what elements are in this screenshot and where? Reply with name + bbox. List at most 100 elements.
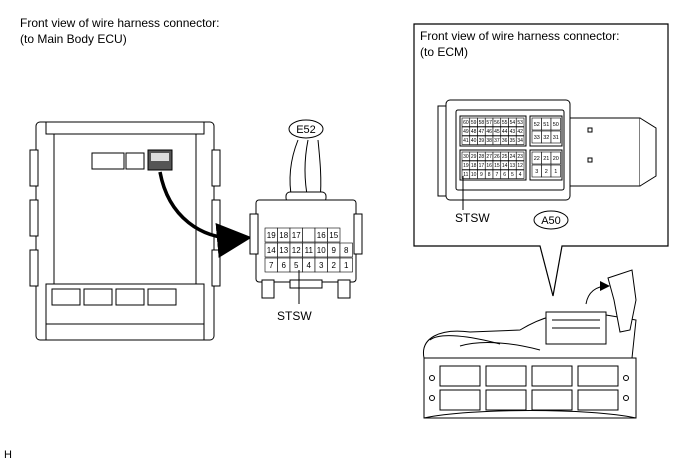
pin-cell (515, 117, 525, 127)
pin-number: 18 (279, 231, 288, 240)
pin-number: 7 (495, 172, 498, 178)
pin-number: 44 (502, 129, 508, 135)
pin-number: 15 (494, 163, 500, 169)
pin-number: 4 (307, 261, 312, 270)
pin-number: 6 (282, 261, 287, 270)
pin-number: 5 (511, 172, 514, 178)
a50-id-bubble (533, 210, 569, 230)
right-caption-line2: (to ECM) (420, 45, 468, 59)
ecm-unit (423, 269, 637, 419)
pin-number: 2 (545, 169, 548, 175)
pin-number: 14 (502, 163, 508, 169)
pin-number: 15 (329, 231, 338, 240)
pin-cell (515, 126, 525, 136)
right-caption-line1: Front view of wire harness connector: (420, 29, 620, 43)
pin-number: 8 (488, 172, 491, 178)
pin-number: 37 (494, 138, 500, 144)
left-caption-line1: Front view of wire harness connector: (20, 16, 220, 30)
pin-number: 30 (463, 154, 469, 160)
pin-number: 39 (479, 138, 485, 144)
pin-number: 48 (471, 129, 477, 135)
pin-number: 21 (543, 156, 549, 162)
pin-number: 13 (279, 246, 288, 255)
pin-cell (302, 227, 316, 243)
pin-number: 7 (269, 261, 274, 270)
pin-number: 32 (543, 135, 549, 141)
pin-number: 4 (519, 172, 522, 178)
pin-cell (550, 151, 561, 165)
pin-number: 56 (494, 120, 500, 126)
pin-number: 55 (502, 120, 508, 126)
pin-number: 26 (494, 154, 500, 160)
pin-number: 12 (517, 163, 523, 169)
pin-cell (550, 117, 561, 131)
pin-number: 5 (294, 261, 299, 270)
pin-number: 17 (479, 163, 485, 169)
pin-number: 18 (471, 163, 477, 169)
pin-number: 2 (332, 261, 337, 270)
pin-number: 52 (534, 122, 540, 128)
pin-number: 40 (471, 138, 477, 144)
e52-terminal-label: STSW (277, 309, 312, 323)
pin-cell (327, 227, 341, 243)
pin-number: 1 (344, 261, 349, 270)
pin-cell (550, 164, 561, 178)
pin-cell (339, 257, 353, 273)
pin-number: 10 (471, 172, 477, 178)
pin-number: 3 (535, 169, 538, 175)
pin-number: 11 (305, 246, 314, 255)
pin-number: 23 (517, 154, 523, 160)
pin-number: 54 (510, 120, 516, 126)
pin-number: 9 (332, 246, 337, 255)
pin-number: 6 (503, 172, 506, 178)
pin-number: 27 (486, 154, 492, 160)
pin-number: 22 (534, 156, 540, 162)
pin-number: 31 (553, 135, 559, 141)
pin-number: 46 (486, 129, 492, 135)
pin-number: 60 (463, 120, 469, 126)
pin-number: 24 (510, 154, 516, 160)
pin-number: 33 (534, 135, 540, 141)
pin-number: 9 (480, 172, 483, 178)
pin-cell (550, 130, 561, 144)
pin-number: 14 (267, 246, 276, 255)
pin-number: 53 (517, 120, 523, 126)
pin-number: 45 (494, 129, 500, 135)
pin-cell (515, 135, 525, 145)
pin-number: 19 (463, 163, 469, 169)
connector-e52 (249, 139, 363, 299)
main-body-ecu (29, 121, 221, 341)
pin-number: 49 (463, 129, 469, 135)
a50-id-label: A50 (541, 215, 561, 227)
pin-number: 1 (554, 169, 557, 175)
pin-number: 29 (471, 154, 477, 160)
e52-id-bubble (288, 119, 324, 139)
pin-number: 59 (471, 120, 477, 126)
pin-number: 11 (463, 172, 468, 178)
pin-number: 51 (543, 122, 549, 128)
pin-number: 58 (479, 120, 485, 126)
pin-number: 28 (479, 154, 485, 160)
pin-cell (515, 169, 525, 179)
pin-number: 25 (502, 154, 508, 160)
pin-number: 36 (502, 138, 508, 144)
pin-number: 16 (486, 163, 492, 169)
pin-number: 57 (486, 120, 492, 126)
pin-number: 35 (510, 138, 516, 144)
pin-number: 41 (463, 138, 469, 144)
pin-number: 17 (292, 231, 301, 240)
pointer-arrow-e52 (158, 171, 252, 258)
pin-number: 50 (553, 122, 559, 128)
footer-letter: H (4, 449, 12, 461)
pin-cell (515, 151, 525, 161)
ecm-removal-arrow (585, 281, 610, 305)
pin-cell (515, 160, 525, 170)
a50-terminal-label: STSW (455, 211, 490, 225)
pin-number: 34 (517, 138, 523, 144)
pin-number: 42 (517, 129, 523, 135)
pin-number: 20 (553, 156, 559, 162)
pin-number: 13 (510, 163, 516, 169)
